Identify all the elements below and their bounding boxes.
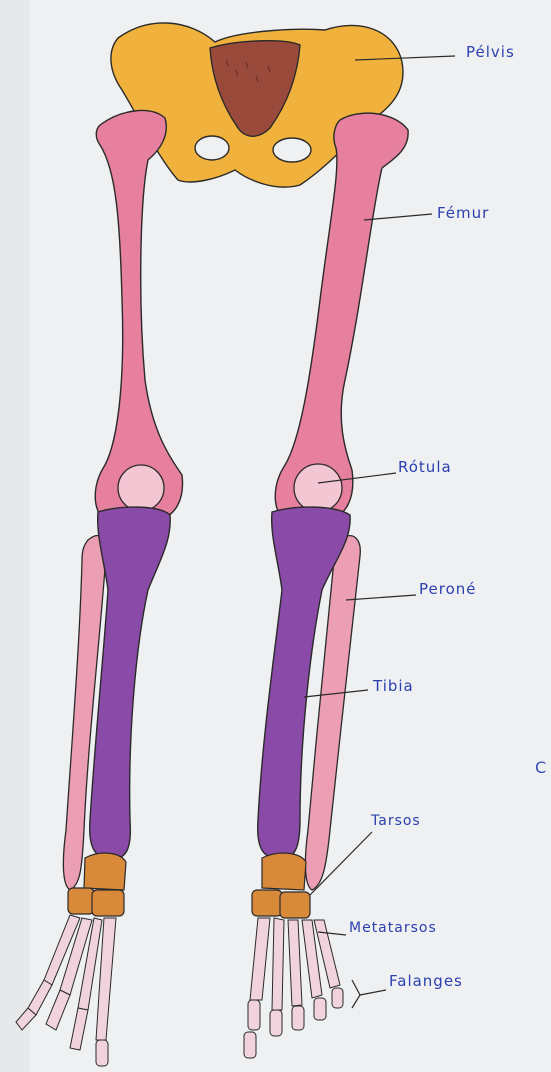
label-femur: Fémur <box>437 204 489 222</box>
label-pelvis: Pélvis <box>466 43 515 61</box>
left-patella <box>118 465 164 511</box>
label-tarsos: Tarsos <box>371 813 421 829</box>
label-falanges: Falanges <box>389 972 463 990</box>
right-patella <box>294 464 342 512</box>
paper-edge <box>0 0 30 1072</box>
margin-letter: C <box>535 758 547 777</box>
label-metatarsos: Metatarsos <box>349 920 437 936</box>
label-tibia: Tibia <box>373 677 414 695</box>
label-perone: Peroné <box>419 580 477 598</box>
label-rotula: Rótula <box>398 458 452 476</box>
